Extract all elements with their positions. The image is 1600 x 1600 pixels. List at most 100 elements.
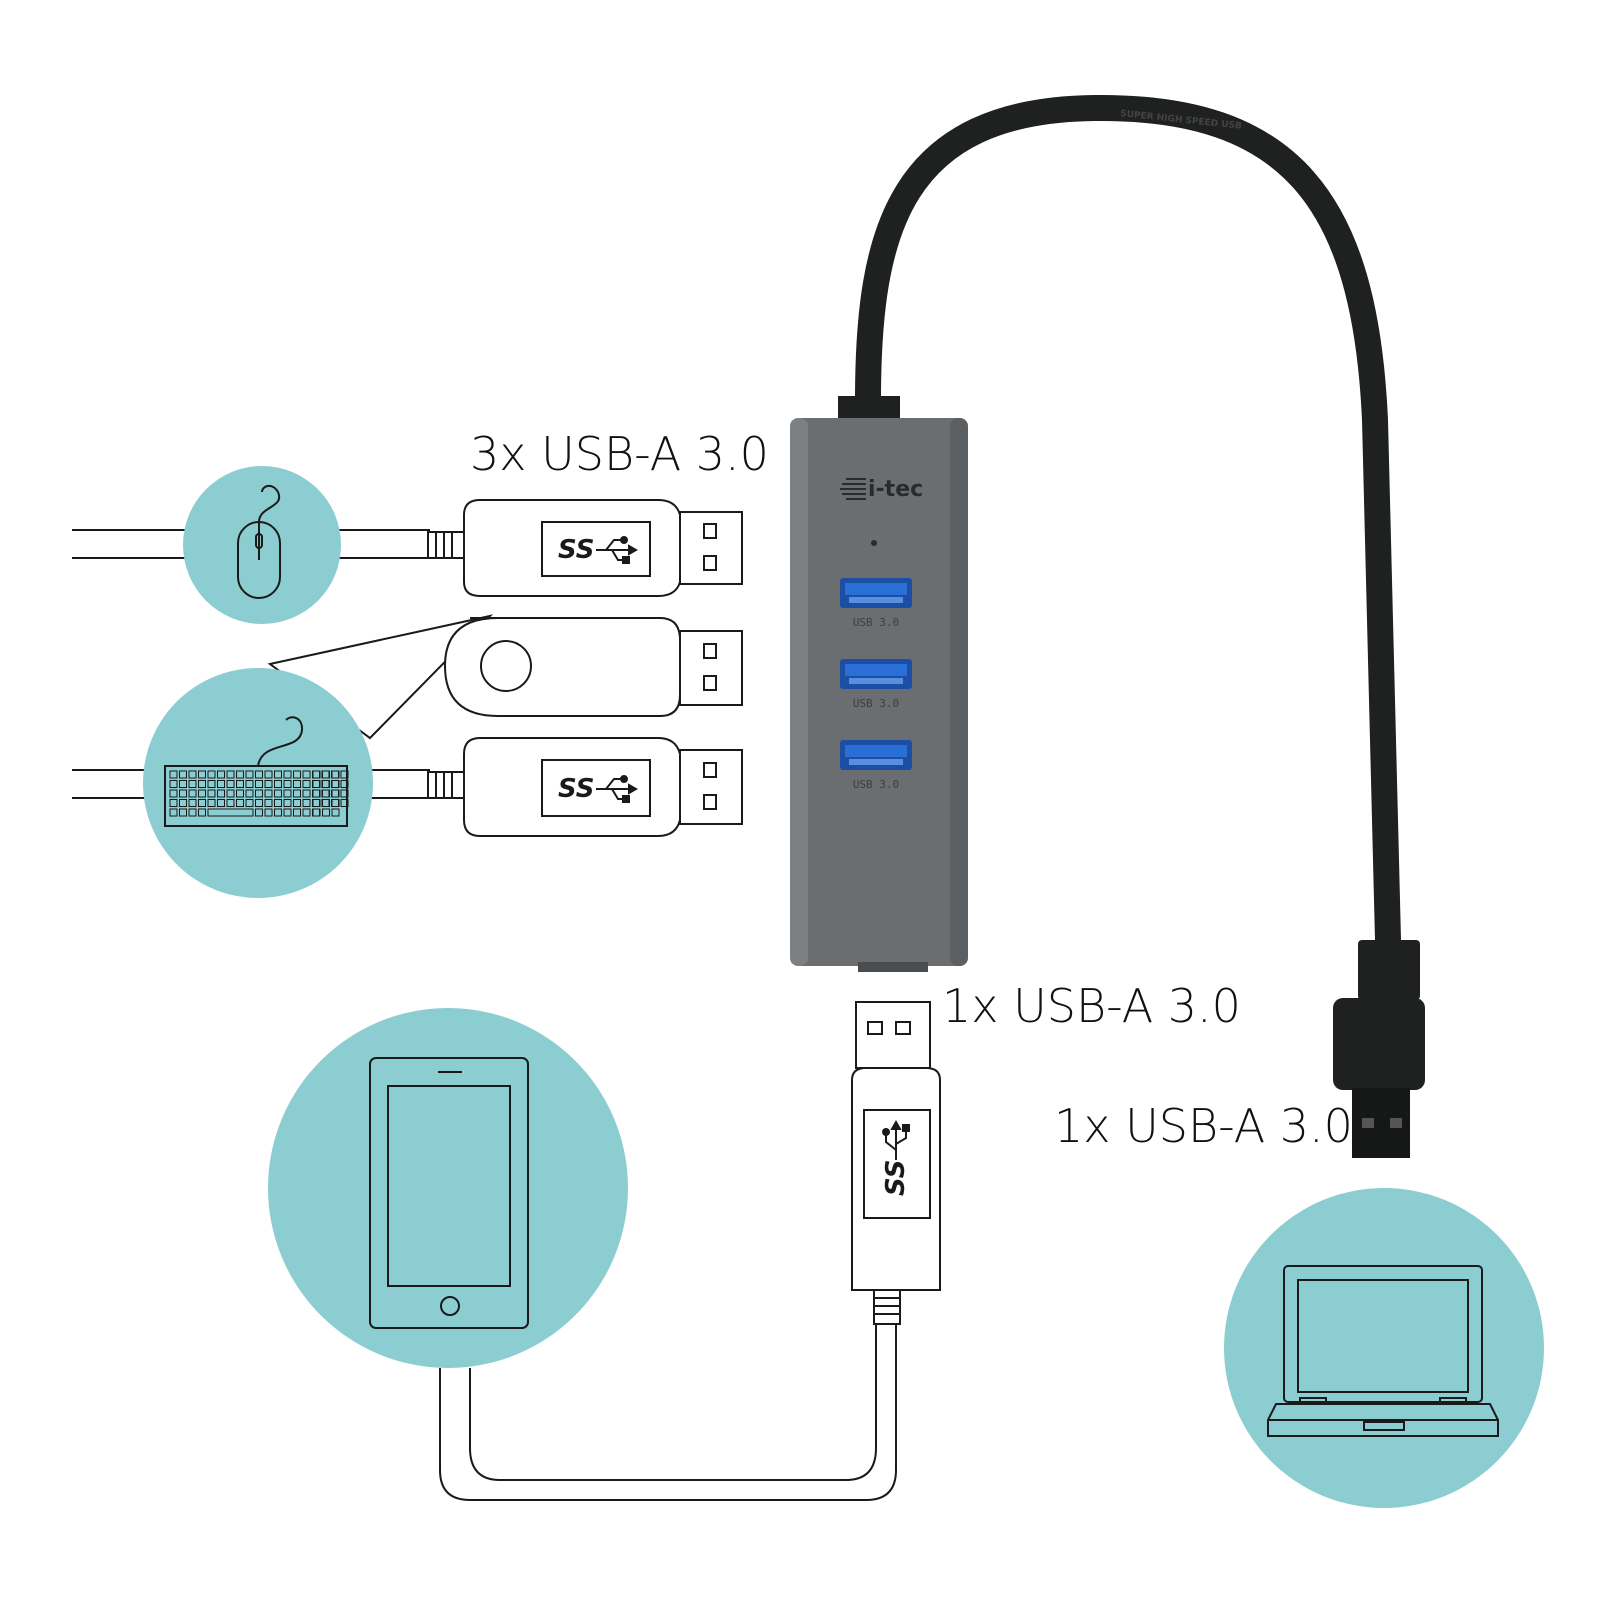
keyboard-key [302,789,311,798]
keyboard-key [236,780,244,788]
hub-ports-label: 3x USB-A 3.0 [470,427,769,481]
keyboard-numpad-key [322,770,330,779]
phone-plug-ss-text: SS [881,1159,911,1196]
keyboard-key [340,799,349,807]
keyboard-numpad-key [312,808,321,817]
keyboard-key [274,789,282,798]
mouse-icon [237,485,281,599]
keyboard-key [302,799,311,807]
keyboard-numpad-key [322,799,330,807]
mouse-plug-ss-text: SS [558,535,595,565]
keyboard-numpad-key [331,799,340,807]
keyboard-numpad-key [312,780,321,788]
keyboard-key [226,799,235,807]
keyboard-key [302,808,311,817]
keyboard-key [169,799,178,807]
keyboard-key [207,808,254,817]
keyboard-key [226,789,235,798]
hub-port-1 [840,578,912,608]
i-tec-logo: i-tec [840,477,923,502]
usb-trident-icon [882,1119,910,1160]
keyboard-device-circle [143,668,373,898]
keyboard-numpad-key [331,789,340,798]
keyboard-key [255,770,263,779]
keyboard-numpad-key [312,799,321,807]
smartphone-icon [369,1057,529,1329]
keyboard-key [255,789,263,798]
keyboard-key [226,770,235,779]
keyboard-key [274,808,282,817]
keyboard-key [188,789,197,798]
keyboard-key [245,789,254,798]
keyboard-key [207,780,216,788]
host-plug-label: 1x USB-A 3.0 [1054,1099,1353,1153]
keyboard-key [264,770,273,779]
keyboard-key [179,808,187,817]
keyboard-keys [169,770,349,817]
flash-drive [267,614,743,740]
keyboard-key [340,780,349,788]
keyboard-key [198,789,206,798]
keyboard-numpad-key [312,770,321,779]
usb-trident-icon [596,775,639,803]
keyboard-key [198,808,206,817]
hub-status-led [871,540,877,546]
keyboard-icon [164,716,349,827]
keyboard-key [169,770,178,779]
hub-host-cable [855,94,1401,953]
keyboard-key [340,789,349,798]
keyboard-key [217,789,225,798]
keyboard-numpad-key [331,770,340,779]
usb-hub-body: i-tec USB 3.0 USB 3.0 USB 3.0 [790,396,968,972]
keyboard-key [179,799,187,807]
keyboard-key [207,789,216,798]
keyboard-key [198,770,206,779]
keyboard-key [293,770,301,779]
keyboard-key [255,799,263,807]
keyboard-key [226,780,235,788]
keyboard-numpad-key [331,808,340,817]
mouse-plug-ss-logo: SS [558,535,639,565]
host-usb-plug [1333,940,1425,1158]
mouse-usb-plug [427,499,743,597]
phone-usb-plug [851,1001,941,1325]
smartphone-device-circle [268,1008,628,1368]
keyboard-key [188,780,197,788]
usb-trident-icon [596,536,639,564]
keyboard-key [188,770,197,779]
keyboard-key [302,770,311,779]
keyboard-key [198,780,206,788]
keyboard-key [283,770,292,779]
mouse-device-circle [183,466,341,624]
keyboard-key [293,799,301,807]
hub-port-2-label: USB 3.0 [853,697,899,710]
keyboard-key [302,780,311,788]
keyboard-key [340,770,349,779]
laptop-device-circle [1224,1188,1544,1508]
keyboard-key [207,799,216,807]
keyboard-key [236,789,244,798]
keyboard-key [283,808,292,817]
keyboard-key [283,789,292,798]
keyboard-key [264,808,273,817]
keyboard-key [245,799,254,807]
keyboard-numpad-key [331,780,340,788]
keyboard-key [169,780,178,788]
keyboard-usb-plug [427,737,743,837]
hub-brand: i-tec [868,477,923,502]
keyboard-key [198,799,206,807]
keyboard-key [236,770,244,779]
keyboard-key [188,808,197,817]
keyboard-key [264,780,273,788]
keyboard-key [264,789,273,798]
keyboard-key [245,780,254,788]
keyboard-key [255,780,263,788]
keyboard-key [169,808,178,817]
hub-port-3 [840,740,912,770]
keyboard-plug-ss-text: SS [558,774,595,804]
keyboard-key [264,799,273,807]
keyboard-key [245,770,254,779]
keyboard-key [283,799,292,807]
hub-port-2 [840,659,912,689]
keyboard-key [255,808,263,817]
